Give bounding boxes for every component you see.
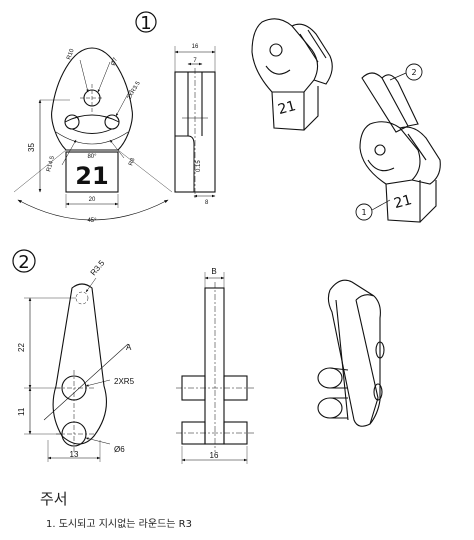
part1-slot-label: 0.15	[196, 160, 202, 172]
part2-number-badge: 2	[12, 249, 36, 273]
notes-title: 주서	[40, 490, 68, 508]
part1-w20-label: 20	[89, 197, 96, 203]
part1-w8-label: 8	[205, 200, 209, 206]
part1-r8-label: R8	[128, 157, 136, 167]
part1-engrave-text: 21	[75, 162, 108, 190]
assembly-iso-label: 21	[392, 192, 413, 212]
part1-w7-label: 7	[193, 58, 197, 64]
part1-r10-label: R10	[66, 48, 76, 61]
callout-2-label: 2	[411, 68, 416, 77]
part1-a45-label: 45°	[87, 218, 97, 224]
notes-line-1: 1. 도시되고 지시없는 라운드는 R3	[46, 519, 192, 530]
part2-d6-label: Ø6	[114, 445, 125, 454]
callout-1: 1	[355, 199, 391, 221]
part1-a80-label: 80°	[87, 154, 97, 160]
part2-h22-label: 22	[17, 343, 26, 352]
notes-block: 주서 1. 도시되고 지시없는 라운드는 R3	[40, 488, 192, 530]
part1-side-view	[174, 46, 216, 198]
part2-side-view	[176, 272, 254, 464]
callout-1-label: 1	[361, 208, 366, 217]
assembly-iso-view: 21	[359, 72, 441, 223]
part2-h11-label: 11	[17, 407, 26, 416]
part2-section-label: A	[126, 343, 132, 352]
part2-iso-view	[317, 279, 385, 427]
part1-iso-view: 21	[251, 18, 333, 131]
part2-side-labels: B 16	[210, 267, 219, 460]
part2-w16-label: 16	[210, 451, 219, 460]
callout-2: 2	[389, 63, 423, 81]
part1-side-labels: 16 7 0.15 8	[192, 44, 209, 206]
part2-number: 2	[18, 252, 29, 273]
part1-r145-label: R14.5	[46, 155, 56, 173]
part1-front-view	[13, 47, 173, 221]
part1-iso-label: 21	[276, 98, 297, 118]
part1-number-badge: 1	[135, 11, 157, 34]
part2-front-view	[24, 277, 129, 462]
part1-front-labels: R10 Ø7 2XR3.5 35 R14.5 R8 80° 21 20 45°	[27, 48, 142, 224]
part2-r5-label: 2XR5	[114, 377, 135, 386]
part1-w16-label: 16	[192, 44, 199, 50]
part2-w13-label: 13	[70, 450, 79, 459]
part2-r35-label: R3.5	[89, 258, 107, 277]
part2-b-label: B	[211, 267, 216, 276]
part1-r35-label: 2XR3.5	[127, 80, 143, 101]
part1-h35-label: 35	[27, 143, 36, 152]
part1-d7-label: Ø7	[110, 56, 119, 66]
part1-number: 1	[140, 13, 151, 34]
part2-front-labels: R3.5 22 11 A 2XR5 Ø6 13	[17, 258, 135, 459]
